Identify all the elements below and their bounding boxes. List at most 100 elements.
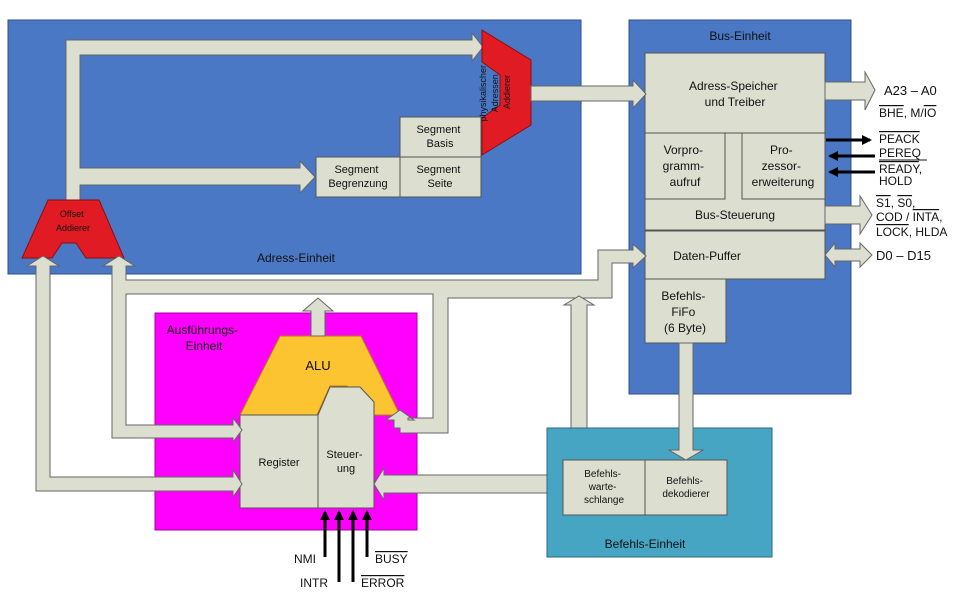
segment-base-label-1: Segment (416, 124, 460, 136)
physical-adder-label-1: physikalischer (478, 65, 488, 122)
segment-base-box (399, 116, 482, 158)
address-latch-label-1: Adress-Speicher (689, 79, 778, 93)
offset-adder-label-2: Addierer (56, 223, 90, 233)
offset-adder (21, 199, 125, 259)
pereq-signal-label: PEREQ (879, 146, 921, 160)
svg-text:Segment Begrenzung: Segment Begrenzung (328, 164, 387, 190)
processor-extension-box (741, 132, 826, 200)
busy-signal-label: BUSY (375, 552, 408, 566)
segment-limit-box (315, 156, 401, 198)
nmi-signal-label: NMI (294, 552, 316, 566)
status-signals-label: S1, S0, (876, 196, 915, 210)
svg-text:Steuer- ung: Steuer- ung (326, 449, 365, 475)
register-bus (25, 255, 243, 499)
s0-signal: S0 (897, 196, 912, 210)
control-label-1: Steuer- (326, 449, 362, 461)
data-bidir-arrow (824, 241, 873, 269)
fifo-label-3: (6 Byte) (664, 321, 706, 335)
error-signal-label: ERROR (361, 576, 405, 590)
queue-label-1: Befehls- (584, 469, 621, 480)
io-signal: IO (924, 106, 937, 120)
data-signal-label: D0 – D15 (876, 248, 931, 263)
prefetch-box (644, 132, 726, 200)
prefetch-label-1: Vorpro- (664, 143, 703, 157)
lock-hlda-label: LOCK, HLDA (876, 225, 947, 239)
instruction-unit-label: Befehls-Einheit (605, 537, 686, 551)
data-buffer-box (644, 230, 826, 280)
bhe-mio-label: BHE, M/IO (879, 106, 936, 120)
control-label-2: ung (337, 463, 355, 475)
segment-page-label-2: Seite (427, 178, 452, 190)
instruction-queue-box (562, 459, 646, 516)
intr-signal-label: INTR (300, 576, 328, 590)
address-latch-label-2: und Treiber (705, 95, 766, 109)
svg-text:Vorpro- gramm- aufruf: Vorpro- gramm- aufruf (663, 143, 708, 189)
physical-adder-label-2: Adressen (490, 74, 500, 112)
prefetch-label-3: aufruf (670, 175, 701, 189)
instruction-decoder-box (644, 459, 728, 516)
alu-up-arrow (301, 297, 335, 337)
svg-text:Ausführungs- Einheit: Ausführungs- Einheit (167, 323, 242, 353)
s1-signal: S1 (876, 196, 891, 210)
queue-to-control-bus (373, 466, 564, 502)
address-out-arrow (824, 70, 876, 111)
ready-signal: READY (879, 162, 920, 176)
control-box (317, 386, 375, 509)
decoder-label-2: dekodierer (662, 489, 710, 500)
fifo-label-1: Befehls- (661, 289, 705, 303)
svg-text:Befehls- warte- schlan: Befehls- warte- schlange (584, 469, 624, 506)
bus-control-out-arrow (824, 194, 873, 236)
status-sep2: , (912, 196, 915, 210)
execution-unit-label-1: Ausführungs- (167, 323, 238, 337)
bus-control-label: Bus-Steuerung (695, 208, 775, 222)
physical-to-latch-bus (530, 78, 647, 110)
mio-separator: , M/ (904, 106, 925, 120)
ready-suffix: , (919, 162, 922, 176)
address-latch-box (644, 52, 826, 134)
prefetch-label-2: gramm- (663, 159, 704, 173)
svg-text:Befehls- dekodierer: Befehls- dekodierer (662, 476, 710, 500)
register-label: Register (259, 457, 300, 469)
hold-signal-label: HOLD (879, 174, 913, 188)
data-buffer-label: Daten-Puffer (673, 249, 741, 263)
svg-text:Offset Addierer: Offset Addierer (56, 209, 90, 233)
address-unit-label: Adress-Einheit (257, 251, 336, 265)
processor-ext-label-1: Pro- (770, 143, 793, 157)
address-signal-label: A23 – A0 (884, 83, 937, 98)
fifo-label-2: FiFo (671, 305, 695, 319)
inta-suffix: , (939, 210, 942, 224)
segment-page-label-1: Segment (416, 164, 460, 176)
offset-to-physical-bus (65, 31, 484, 201)
queue-label-3: schlange (584, 495, 624, 506)
svg-text:physikalischer Adressen: physikalischer Adressen Addierer (478, 62, 512, 121)
cod-signal: COD / (876, 210, 913, 224)
bus-unit-label: Bus-Einheit (709, 29, 771, 43)
alu-label: ALU (305, 358, 330, 373)
physical-address-adder (481, 29, 532, 156)
processor-ext-label-3: erweiterung (752, 175, 815, 189)
svg-text:Segment Seite: Segment Seite (416, 164, 463, 190)
instruction-fifo-box (644, 278, 727, 344)
segment-limit-label-2: Begrenzung (328, 178, 387, 190)
offset-adder-label-1: Offset (60, 209, 84, 219)
ready-signal-label: READY, (879, 162, 922, 176)
fifo-to-decoder-bus (667, 342, 705, 461)
hlda-signal: , HLDA (909, 225, 948, 239)
svg-text:Adress-Speicher und Treibe: Adress-Speicher und Treiber (689, 79, 781, 109)
svg-text:Segment Basis: Segment Basis (416, 124, 463, 150)
bhe-signal: BHE (879, 106, 904, 120)
segment-page-box (399, 156, 482, 198)
execution-unit-label-2: Einheit (186, 339, 223, 353)
status-sep: , (891, 196, 898, 210)
svg-text:Befehls- FiFo (6 Byte): Befehls- FiFo (6 Byte) (661, 289, 708, 335)
segment-base-label-2: Basis (427, 138, 454, 150)
internal-data-bus (101, 242, 647, 444)
processor-ext-label-2: zessor- (762, 159, 801, 173)
physical-adder-label-3: Addierer (502, 75, 512, 109)
lock-signal: LOCK (876, 225, 909, 239)
decoder-label-1: Befehls- (666, 476, 703, 487)
register-box (239, 414, 319, 509)
cod-inta-label: COD / INTA, (876, 210, 942, 224)
svg-text:Pro- zessor- erweiteru: Pro- zessor- erweiterung (752, 143, 815, 189)
